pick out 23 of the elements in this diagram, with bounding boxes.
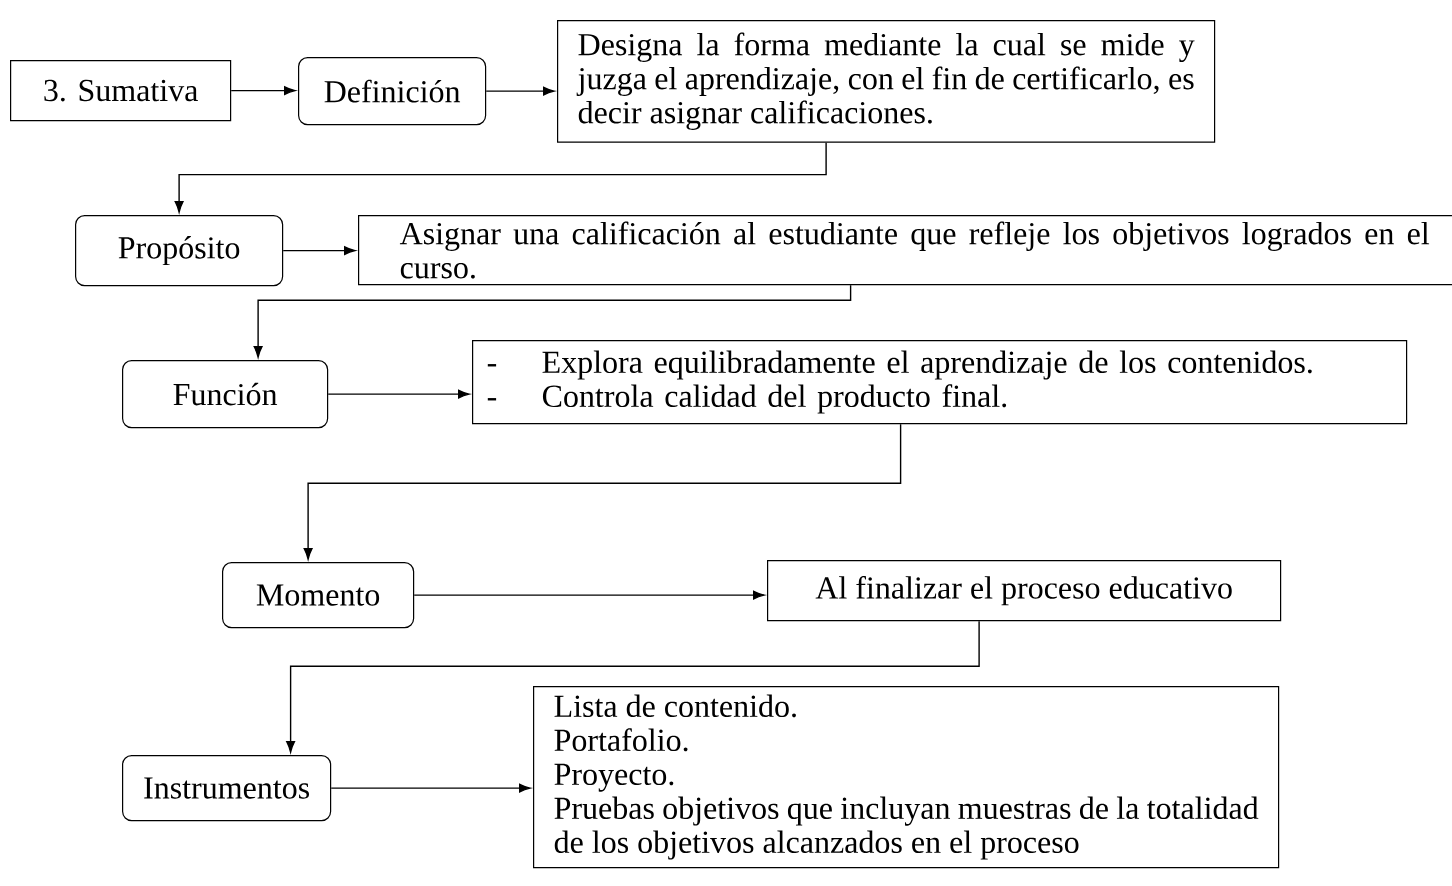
text-box: Al finalizar el proceso educativo [767,560,1282,622]
arrow [330,783,531,793]
arrow [286,620,980,753]
list-bullet: - [487,364,497,367]
rounded-box: Propósito [75,215,284,287]
text-box: Asignar una calificación al estudiante que refleje los objetivos logrados en el curso. [358,215,1452,286]
arrow [327,389,470,399]
arrow [230,86,296,96]
arrow [413,590,765,600]
text-box: Designa la forma mediante la cual se mide y juzga el aprendizaje, con el fin de certificarlo, es decir asignar calificaciones. [557,20,1216,143]
rounded-box: Definición [298,57,487,126]
arrow [303,423,902,560]
list-bullet: - [487,398,497,401]
category-box: 3. Sumativa [10,60,232,122]
arrow [282,246,356,256]
rounded-box: Función [122,360,329,429]
rounded-box: Momento [222,562,415,629]
arrow [485,86,555,96]
rounded-box: Instrumentos [122,755,332,822]
text-box: - Explora equilibradamente el aprendizaje de los contenidos. - Controla calidad del producto final. [472,340,1408,425]
arrow [174,141,827,213]
text-box: Lista de contenido. Portafolio. Proyecto. Pruebas objetivos que incluyan muestras de la totalidad de los objetivos alcanzados en el proceso [533,686,1280,869]
arrow [253,284,852,358]
